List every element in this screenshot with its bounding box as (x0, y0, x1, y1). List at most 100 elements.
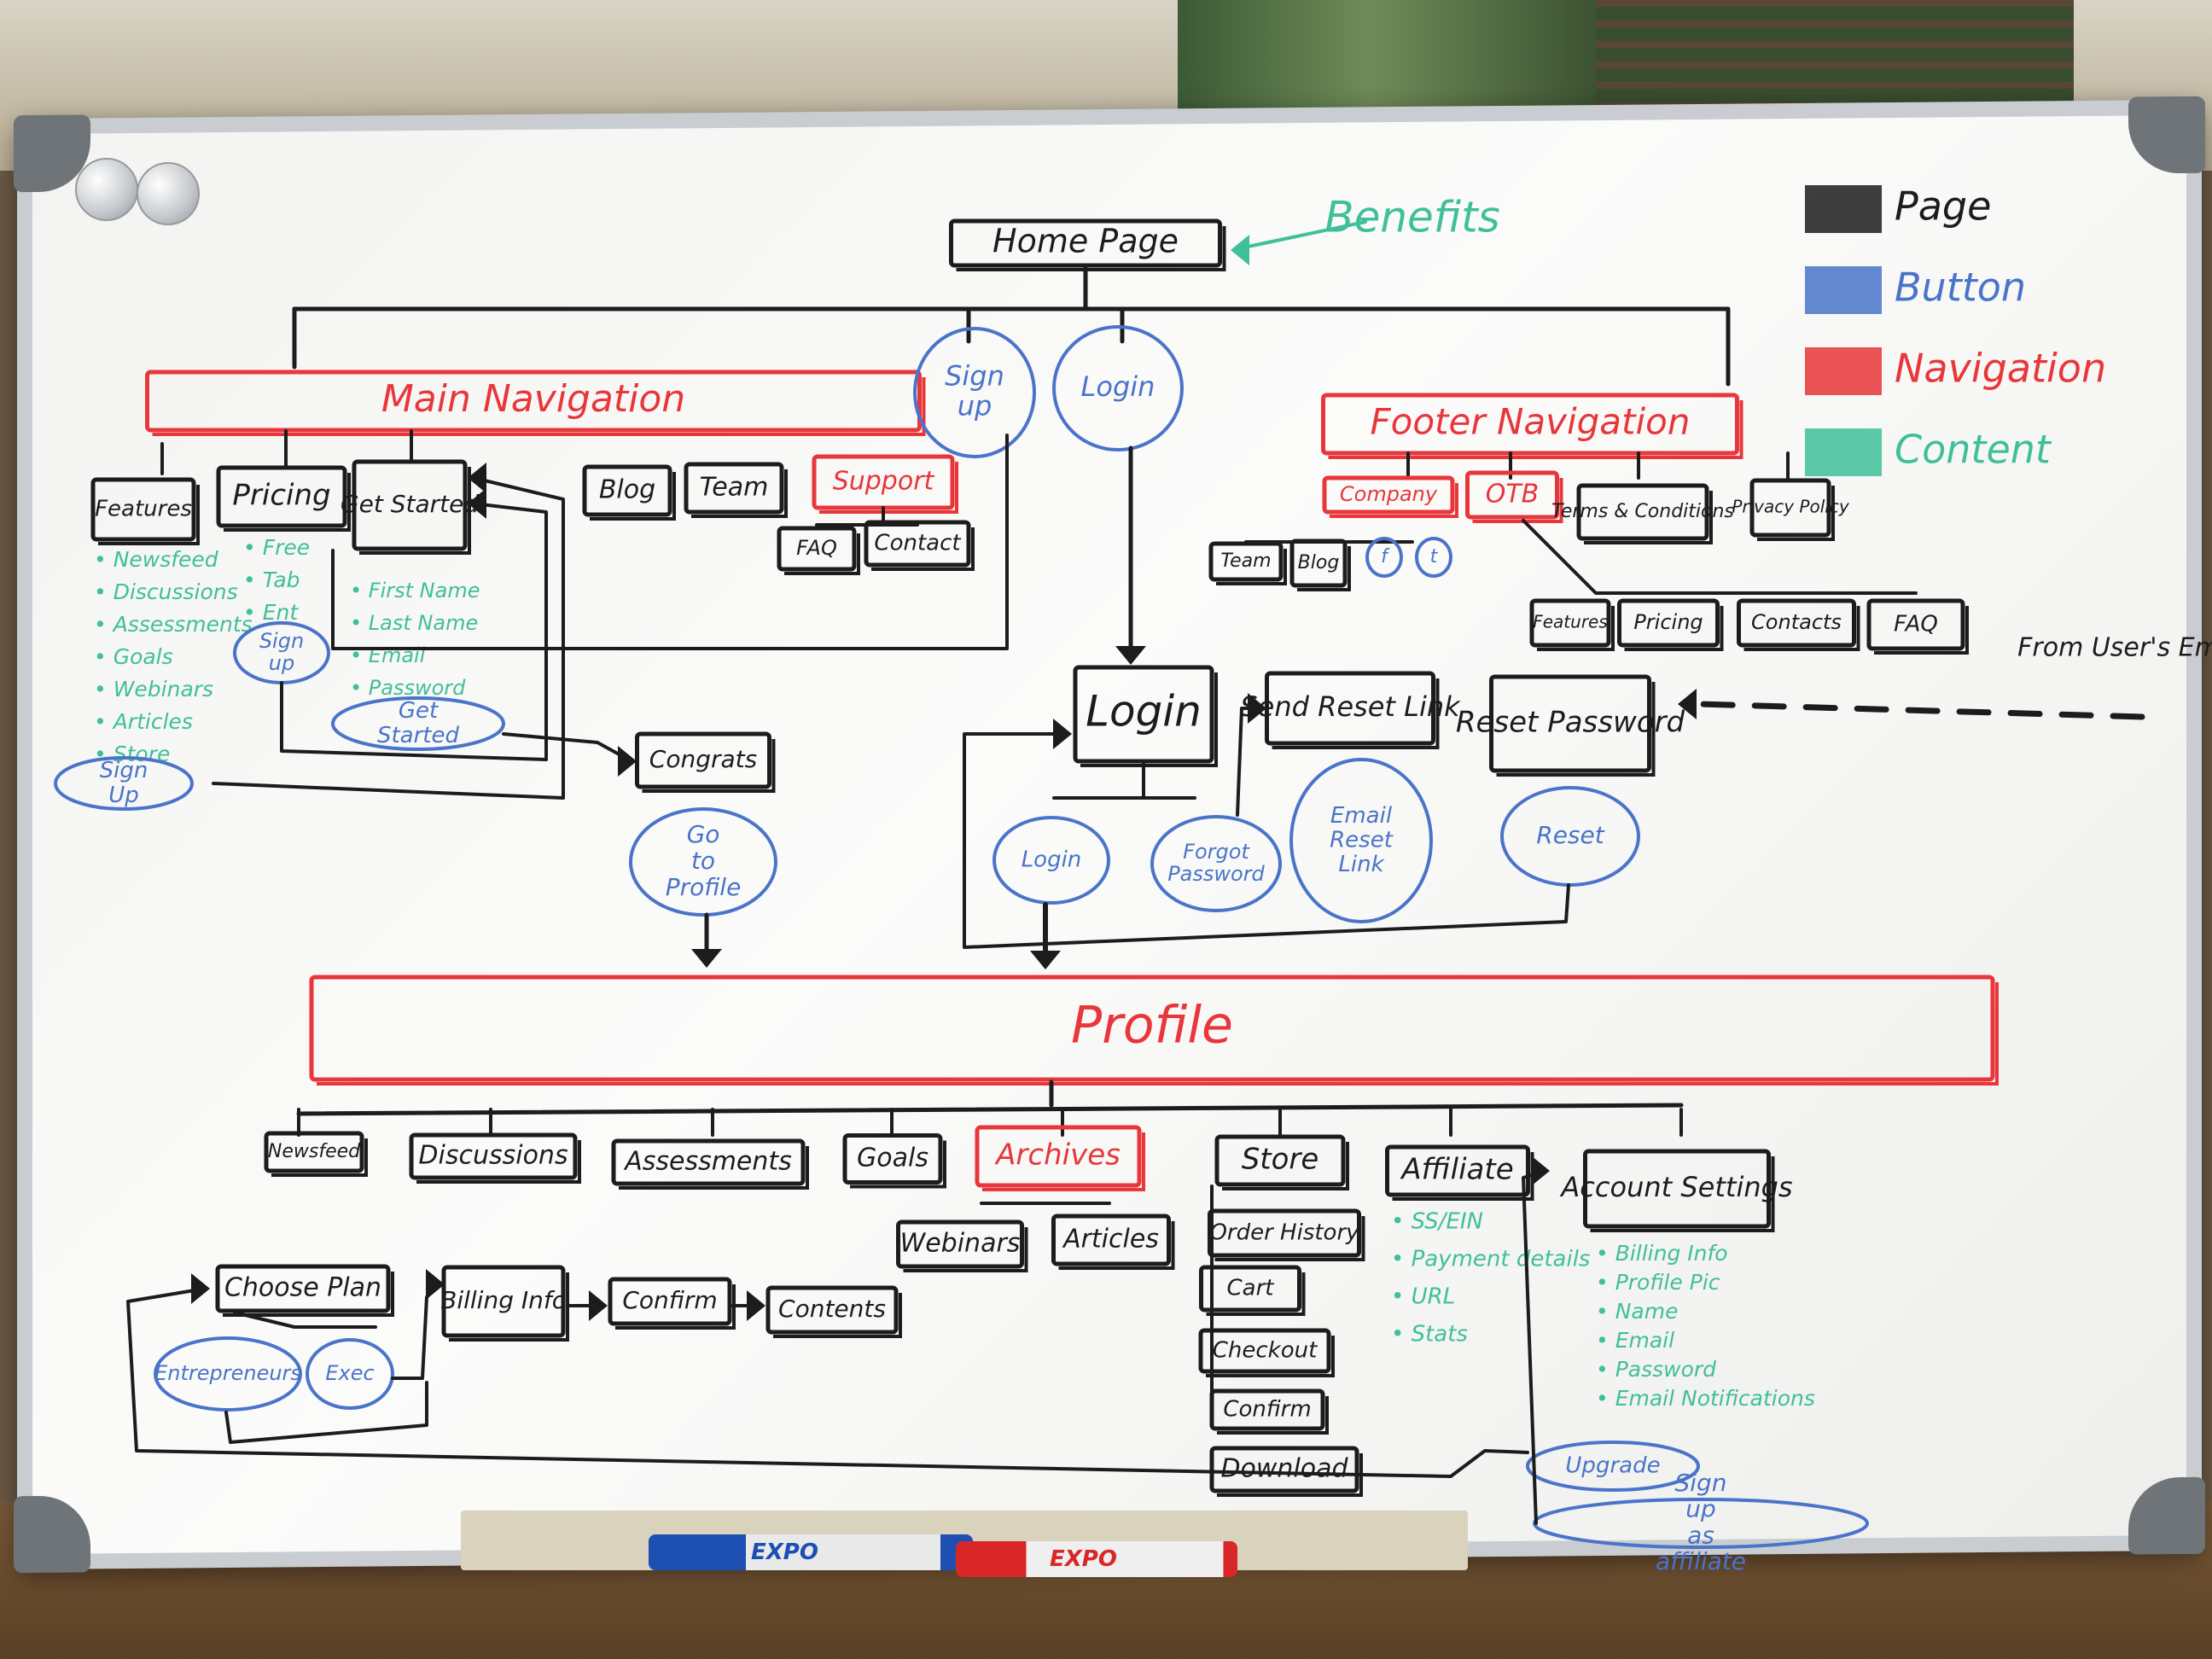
affiliate-content-item: • URL (1391, 1284, 1455, 1310)
profile-branch-line (296, 1103, 1684, 1116)
webinars-page-box (896, 1220, 1024, 1269)
get-started-content-item: • First Name (350, 579, 480, 602)
footer-navigation-box-label: Footer Navigation (1370, 401, 1690, 443)
company-nav-box (1322, 475, 1455, 515)
pricing-page-box-label: Pricing (232, 479, 330, 513)
profile-nav-box (309, 975, 1995, 1082)
features-sign-up-button-label: Up (108, 783, 139, 808)
sign-up-as-affiliate-button-label: affiliate (1656, 1547, 1746, 1575)
download-page-box-shadow (1217, 1453, 1363, 1497)
facebook-button (1365, 537, 1403, 578)
assessments-page-box (611, 1138, 806, 1186)
features-page-box-label: Features (95, 497, 192, 522)
features-sign-up-button-label: Sign (100, 758, 148, 783)
send-reset-link-page-box-label: Send Reset Link (1240, 690, 1461, 723)
upgrade-button (1526, 1441, 1700, 1492)
arrow-head-icon (747, 1290, 765, 1321)
signup-top-loop-line (331, 434, 1009, 650)
go-to-profile-button (629, 807, 777, 917)
team-page-box-label: Team (700, 473, 769, 503)
forgot-password-button-label: Password (1167, 862, 1265, 886)
profile-nav-box-shadow (317, 982, 1999, 1086)
login-button (992, 816, 1110, 905)
account-settings-page-box-shadow (1590, 1156, 1775, 1232)
articles-page-box-shadow (1058, 1221, 1175, 1270)
team-page-box (684, 462, 784, 515)
get-started-button (331, 696, 505, 751)
arrow-head-icon (1030, 951, 1061, 969)
footer-contacts-page-box-label: Contacts (1751, 610, 1842, 634)
discussions-page-box-shadow (416, 1140, 581, 1184)
blog-page-box-label: Blog (599, 475, 655, 505)
reset-password-page-box-shadow (1496, 682, 1656, 777)
footer-faq-page-box (1866, 598, 1965, 651)
home-page-box-label: Home Page (992, 223, 1179, 260)
download-page-box-label: Download (1220, 1454, 1348, 1484)
blog-page-box (582, 464, 672, 517)
sign-up-button-top-label: up (958, 390, 992, 422)
legend-label: Button (1895, 265, 2026, 311)
arrow-head-icon (191, 1273, 210, 1304)
checkout-page-box (1198, 1328, 1331, 1374)
legend-swatch (1805, 347, 1882, 395)
footer-features-page-box-label: Features (1533, 612, 1608, 632)
footer-faq-page-box-label: FAQ (1894, 612, 1938, 637)
connector-line (1522, 519, 1918, 595)
terms-page-box-shadow (1584, 491, 1713, 544)
terms-page-box (1576, 483, 1709, 541)
order-history-page-box-shadow (1214, 1216, 1365, 1261)
benefits-note: Benefits (1324, 193, 1499, 242)
articles-page-box (1051, 1214, 1171, 1266)
cart-page-box-shadow (1206, 1272, 1306, 1316)
arrow-head-icon (618, 746, 637, 777)
affiliate-page-box (1385, 1144, 1530, 1197)
reset-password-page-box (1489, 674, 1651, 773)
login-button-top-label: Login (1081, 370, 1155, 403)
email-reset-link-button (1289, 758, 1433, 923)
legend-label: Page (1895, 183, 1991, 230)
get-started-content-item: • Password (350, 676, 466, 700)
checkout-page-box-shadow (1206, 1336, 1335, 1377)
choose-plan-page-box-shadow (223, 1272, 394, 1317)
blog-page-box-shadow (590, 472, 676, 521)
account-settings-page-box (1583, 1149, 1771, 1229)
arrow-head-icon (589, 1290, 608, 1321)
account-settings-page-box-label: Account Settings (1559, 1171, 1792, 1203)
send-reset-link-page-box-shadow (1272, 678, 1440, 749)
upgrade-button-label: Upgrade (1565, 1453, 1660, 1479)
checkout-page-box-label: Checkout (1213, 1338, 1318, 1364)
user-email-dashed-line (1695, 701, 2145, 720)
send-reset-link-page-box (1265, 671, 1435, 746)
webinars-page-box-label: Webinars (900, 1229, 1021, 1259)
archives-nav-box-label: Archives (994, 1138, 1121, 1173)
exec-button-label: Exec (325, 1361, 374, 1385)
legend-swatch (1805, 185, 1882, 233)
marker-label: EXPO (751, 1540, 818, 1565)
red-marker-icon: EXPO (956, 1541, 1237, 1577)
go-to-profile-button-label: Go (687, 820, 720, 848)
affiliate-page-box-label: Affiliate (1400, 1153, 1513, 1187)
reset-loop-line (963, 732, 1570, 949)
contact-page-box (864, 520, 971, 568)
magnet-icon (75, 158, 138, 221)
pricing-content-item: • Free (243, 535, 310, 560)
pricing-page-box (216, 465, 347, 528)
get-started-content-item: • Last Name (350, 611, 478, 635)
features-content-item: • Webinars (94, 677, 213, 701)
footer-blog-page-box-label: Blog (1298, 552, 1340, 573)
entrepreneurs-button-label: Entrepreneurs (154, 1361, 301, 1385)
legend-swatch (1805, 266, 1882, 314)
faq-page-box-label: FAQ (796, 536, 837, 560)
forgot-password-button-label: Forgot (1183, 840, 1250, 864)
otb-nav-box-shadow (1472, 478, 1563, 523)
contents-page-box (765, 1285, 899, 1335)
features-content-item: • Goals (94, 644, 173, 669)
privacy-page-box-shadow (1757, 486, 1835, 541)
features-sign-up-button (54, 756, 194, 811)
privacy-page-box-label: Privacy Policy (1732, 497, 1850, 517)
account-content-item: • Billing Info (1596, 1241, 1728, 1266)
email-reset-link-button-label: Reset (1330, 828, 1394, 853)
home-page-box-shadow (956, 226, 1226, 271)
footer-faq-page-box-shadow (1874, 606, 1969, 655)
get-started-page-box-shadow (359, 467, 471, 555)
